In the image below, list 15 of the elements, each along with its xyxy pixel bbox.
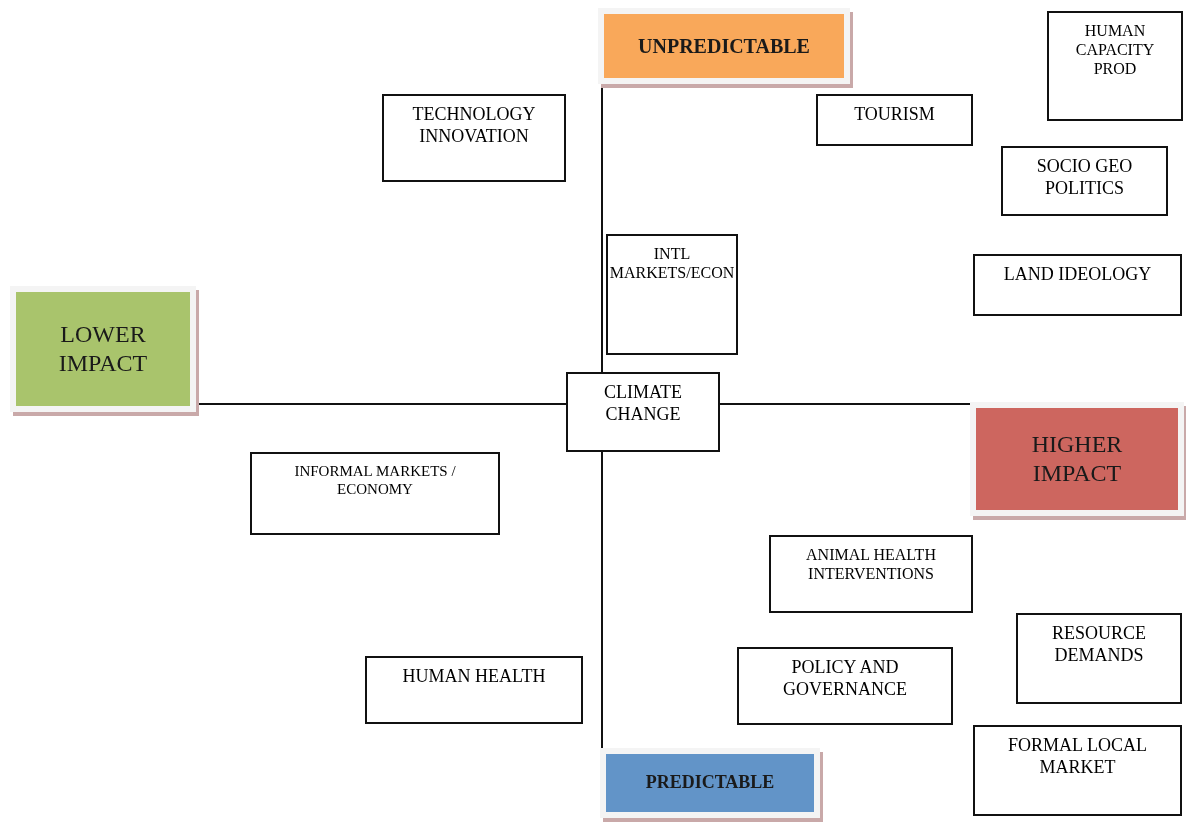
- factor-box: INTL MARKETS/ECON: [606, 234, 738, 355]
- factor-box: HUMAN HEALTH: [365, 656, 583, 724]
- factor-box: INFORMAL MARKETS / ECONOMY: [250, 452, 500, 535]
- factor-box: TECHNOLOGY INNOVATION: [382, 94, 566, 182]
- factor-box: FORMAL LOCAL MARKET: [973, 725, 1182, 816]
- factor-box: LAND IDEOLOGY: [973, 254, 1182, 316]
- factor-box: ANIMAL HEALTH INTERVENTIONS: [769, 535, 973, 613]
- axis-line: [601, 451, 603, 749]
- axis-line: [719, 403, 971, 405]
- factor-box: TOURISM: [816, 94, 973, 146]
- factor-box: SOCIO GEO POLITICS: [1001, 146, 1168, 216]
- factor-box: RESOURCE DEMANDS: [1016, 613, 1182, 704]
- factor-box: CLIMATE CHANGE: [566, 372, 720, 452]
- factor-box: POLICY AND GOVERNANCE: [737, 647, 953, 725]
- factor-box: HUMAN CAPACITY PROD: [1047, 11, 1183, 121]
